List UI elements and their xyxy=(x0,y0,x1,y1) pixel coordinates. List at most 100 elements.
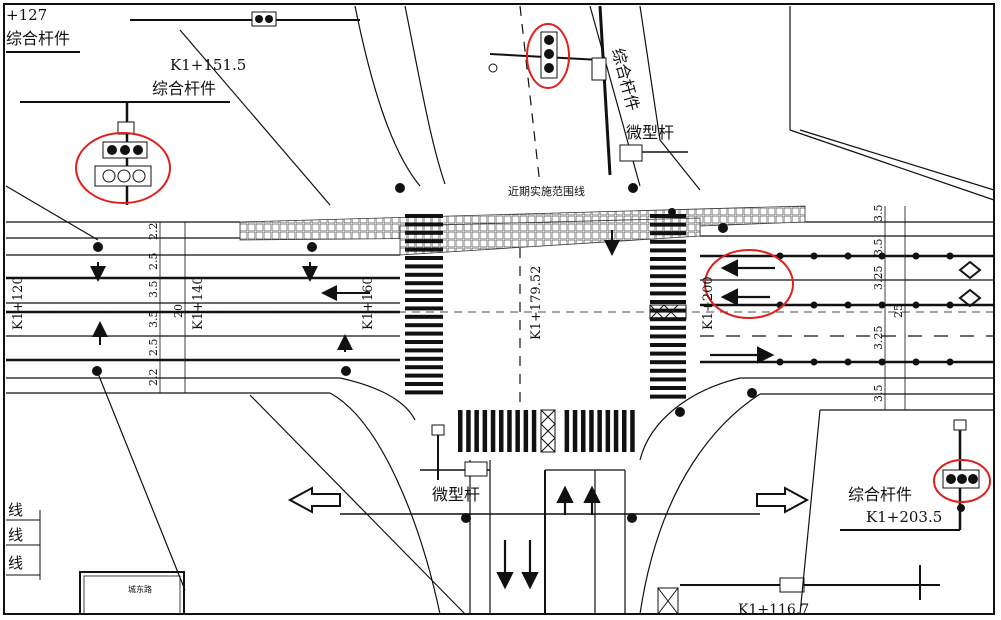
dim-left-3: 3.5 xyxy=(147,281,160,299)
label-micro-pole-top: 微型杆 xyxy=(626,123,674,142)
lane-dot xyxy=(844,301,852,309)
zebra-stripe xyxy=(622,410,627,452)
zebra-stripe xyxy=(650,248,686,253)
zebra-stripe xyxy=(405,298,443,302)
lane-dot xyxy=(912,252,920,260)
zebra-stripe xyxy=(466,410,471,452)
zebra-stripe xyxy=(405,356,443,361)
zebra-stripe xyxy=(405,289,443,294)
zebra-stripe xyxy=(564,410,570,452)
label-boundary-note: 近期实施范围线 xyxy=(508,184,585,198)
zebra-stripe xyxy=(650,343,686,347)
lane-dots-right xyxy=(776,252,954,366)
label-top-left-station: +127 xyxy=(6,6,47,24)
zebra-stripe xyxy=(405,264,443,269)
zebra-stripe xyxy=(650,308,686,313)
zebra-stripe xyxy=(650,325,686,330)
pole-dots xyxy=(92,183,965,523)
zebra-stripe xyxy=(515,410,520,452)
signal-head-right xyxy=(840,419,980,531)
micro-pole-top xyxy=(619,144,688,162)
zebra-stripe xyxy=(589,410,594,452)
cross-road-lines xyxy=(329,5,761,615)
label-micro-pole-bottom: 微型杆 xyxy=(432,485,480,504)
zebra-stripe xyxy=(405,331,443,336)
zebra-stripe xyxy=(650,214,686,218)
left-side-1: 线 xyxy=(8,501,23,519)
zebra-stripe xyxy=(405,314,443,319)
zebra-stripe xyxy=(405,365,443,370)
left-side-box xyxy=(6,510,41,580)
zebra-stripe xyxy=(650,274,686,279)
lane-arrows-left xyxy=(90,230,620,352)
zebra-stripe xyxy=(650,377,686,382)
zebra-stripe xyxy=(650,300,686,304)
dim-right-1: 3.5 xyxy=(872,205,885,223)
zebra-stripe xyxy=(405,348,443,353)
zebra-left xyxy=(405,214,443,395)
lane-dot xyxy=(810,301,818,309)
left-side-3: 线 xyxy=(8,554,23,572)
zebra-stripe xyxy=(572,410,578,452)
lane-dot xyxy=(844,252,852,260)
highlight-circles xyxy=(75,23,991,503)
dim-right-total: 25 xyxy=(892,304,905,318)
signal-bottom xyxy=(680,565,940,600)
zebra-stripe xyxy=(650,239,686,244)
zebra-stripe xyxy=(650,282,686,287)
zebra-stripe xyxy=(405,272,443,277)
zebra-stripe xyxy=(523,410,529,452)
lane-dot xyxy=(844,358,852,366)
dim-left-5: 2.5 xyxy=(147,339,160,357)
zebra-stripe xyxy=(405,390,443,395)
label-pole-right-station: K1+203.5 xyxy=(866,508,942,526)
dim-left-4: 3.5 xyxy=(147,311,160,329)
outline-arrows xyxy=(287,486,810,514)
zebra-stripe xyxy=(597,410,602,452)
sign-box xyxy=(79,571,185,615)
label-right-station: K1+200 xyxy=(701,276,716,330)
label-pole-top-name: 综合杆件 xyxy=(608,46,643,113)
zebra-stripe xyxy=(650,257,686,261)
lane-dot xyxy=(878,301,886,309)
zebra-stripe xyxy=(405,382,443,386)
lane-dot xyxy=(878,358,886,366)
zebra-stripe xyxy=(650,265,686,270)
label-left-station-2: K1+140 xyxy=(191,276,206,330)
zebra-stripe xyxy=(405,306,443,311)
lane-dot xyxy=(946,252,954,260)
zebra-bottom xyxy=(458,410,635,452)
zebra-stripe xyxy=(650,360,686,365)
signal-head-left xyxy=(20,101,230,205)
zebra-stripe xyxy=(581,410,586,452)
dim-right-5: 3.5 xyxy=(872,385,885,403)
zebra-stripe xyxy=(650,394,686,399)
lane-dot xyxy=(810,252,818,260)
lane-dot xyxy=(912,358,920,366)
lane-dot xyxy=(946,301,954,309)
zebra-stripe xyxy=(507,410,512,452)
sign-box-text: 城东路 xyxy=(128,584,152,594)
dim-left-6: 2.2 xyxy=(147,369,160,387)
zebra-stripe xyxy=(650,291,686,296)
label-pole-a-name: 综合杆件 xyxy=(152,79,216,98)
signal-head-top-left xyxy=(6,11,360,53)
label-pole-a-station: K1+151.5 xyxy=(170,56,246,74)
micro-pole-bottom xyxy=(420,424,490,480)
lane-dot xyxy=(810,358,818,366)
zebra-stripe xyxy=(405,239,443,244)
frame xyxy=(3,3,995,615)
zebra-stripe xyxy=(405,323,443,328)
zebra-stripe xyxy=(405,222,443,227)
diamond-markings xyxy=(958,260,982,308)
zebra-stripe xyxy=(650,351,686,356)
label-top-left-pole: 综合杆件 xyxy=(6,29,70,48)
zebra-stripe xyxy=(650,334,686,339)
lane-dot xyxy=(776,358,784,366)
zebra-stripe xyxy=(650,386,686,390)
zebra-stripe xyxy=(405,373,443,378)
dim-left-2: 2.5 xyxy=(147,253,160,271)
zebra-stripe xyxy=(405,281,443,286)
diagonal-lines xyxy=(5,6,995,615)
